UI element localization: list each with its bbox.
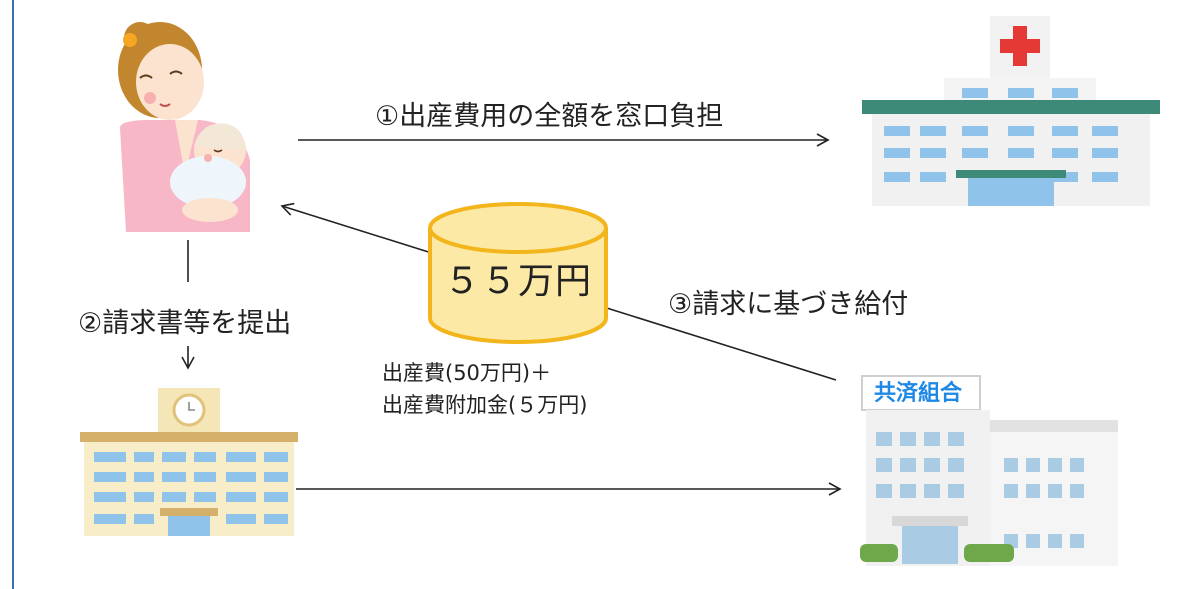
breakdown-line1: 出産費(50万円)＋	[382, 361, 552, 385]
left-border-line	[12, 0, 14, 589]
payment-label: ①出産費用の全額を窓口負担	[375, 101, 724, 132]
kyosai-building-icon	[860, 375, 1118, 566]
breakdown-line2: 出産費附加金(５万円)	[382, 393, 588, 417]
union-sign-label: 共済組合	[874, 381, 963, 406]
benefit-label: ③請求に基づき給付	[668, 289, 909, 320]
claim-label: ②請求書等を提出	[78, 308, 292, 339]
amount-label: ５５万円	[443, 261, 592, 302]
mother-baby-icon	[118, 22, 250, 232]
hospital-icon	[862, 16, 1160, 206]
money-cylinder-icon	[428, 202, 608, 344]
office-building-icon	[80, 388, 298, 536]
